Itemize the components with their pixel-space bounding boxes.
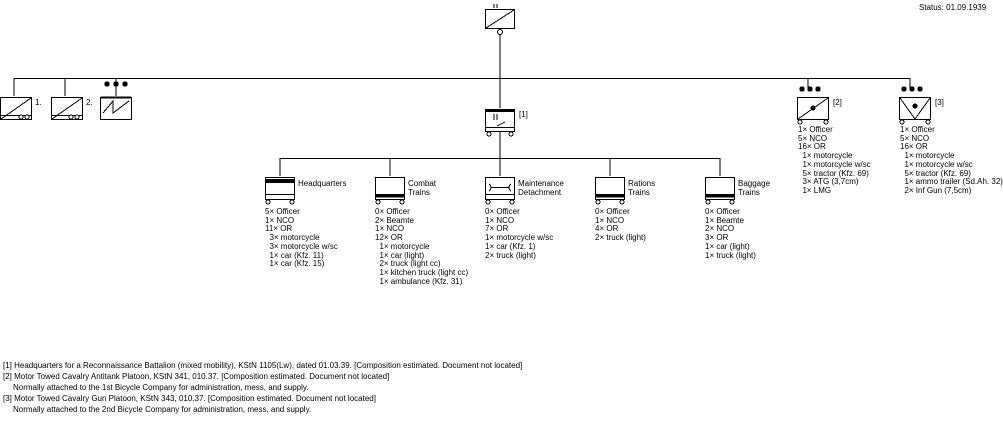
hq-unit-strength: 0× Officer 2× Beamte 1× NCO 12× OR 1× mo… xyxy=(375,207,469,286)
antitank-platoon-strength: 1× Officer 5× NCO 16× OR 1× motorcycle 1… xyxy=(798,125,871,195)
hq-unit-headquarters-symbol xyxy=(265,177,295,205)
antitank-platoon-symbol xyxy=(797,86,829,125)
hq-unit-label: Maintenance Detachment xyxy=(518,179,564,197)
armored-car-company-symbol xyxy=(100,81,132,120)
bicycle-company-1-symbol xyxy=(0,97,32,120)
gun-platoon-note-ref: [3] xyxy=(935,98,944,107)
footnote-detail: Normally attached to the 2nd Bicycle Com… xyxy=(13,405,312,414)
hq-unit-strength: 5× Officer 1× NCO 11× OR 3× motorcycle 3… xyxy=(265,207,338,269)
hq-unit-label: Combat Trains xyxy=(408,179,437,197)
hq-unit-strength: 0× Officer 1× NCO 7× OR 1× motorcycle w/… xyxy=(485,207,554,260)
org-chart xyxy=(0,4,931,205)
antitank-platoon-note-ref: [2] xyxy=(833,98,842,107)
bicycle-company-2-symbol xyxy=(51,97,83,120)
footnote: [2] Motor Towed Cavalry Antitank Platoon… xyxy=(3,372,390,381)
hq-company-symbol xyxy=(485,109,515,158)
hq-unit-combat-trains-symbol xyxy=(375,177,405,205)
hq-unit-label: Headquarters xyxy=(298,179,347,188)
hq-unit-baggage-trains-symbol xyxy=(705,177,735,205)
footnote: [1] Headquarters for a Reconnaissance Ba… xyxy=(3,361,523,370)
gun-platoon-strength: 1× Officer 5× NCO 16× OR 1× motorcycle 1… xyxy=(900,125,1003,195)
hq-unit-strength: 0× Officer 1× NCO 4× OR 2× truck (light) xyxy=(595,207,646,243)
hq-unit-label: Rations Trains xyxy=(628,179,656,197)
hq-unit-strength: 0× Officer 1× Beamte 2× NCO 3× OR 1× car… xyxy=(705,207,756,260)
hq-company-note-ref: [1] xyxy=(519,110,528,119)
hq-unit-rations-trains-symbol xyxy=(595,177,625,205)
hq-unit-label: Baggage Trains xyxy=(738,179,771,197)
footnote: [3] Motor Towed Cavalry Gun Platoon, KSt… xyxy=(3,394,376,403)
company-2-label: 2. xyxy=(86,98,93,107)
hq-unit-maintenance-symbol xyxy=(485,177,515,205)
gun-platoon-symbol xyxy=(899,86,931,125)
footnote-detail: Normally attached to the 1st Bicycle Com… xyxy=(13,383,309,392)
status-date: Status: 01.09.1939 xyxy=(919,3,987,12)
battalion-symbol xyxy=(485,4,515,78)
company-1-label: 1. xyxy=(35,98,42,107)
footnotes: [1] Headquarters for a Reconnaissance Ba… xyxy=(3,349,522,426)
